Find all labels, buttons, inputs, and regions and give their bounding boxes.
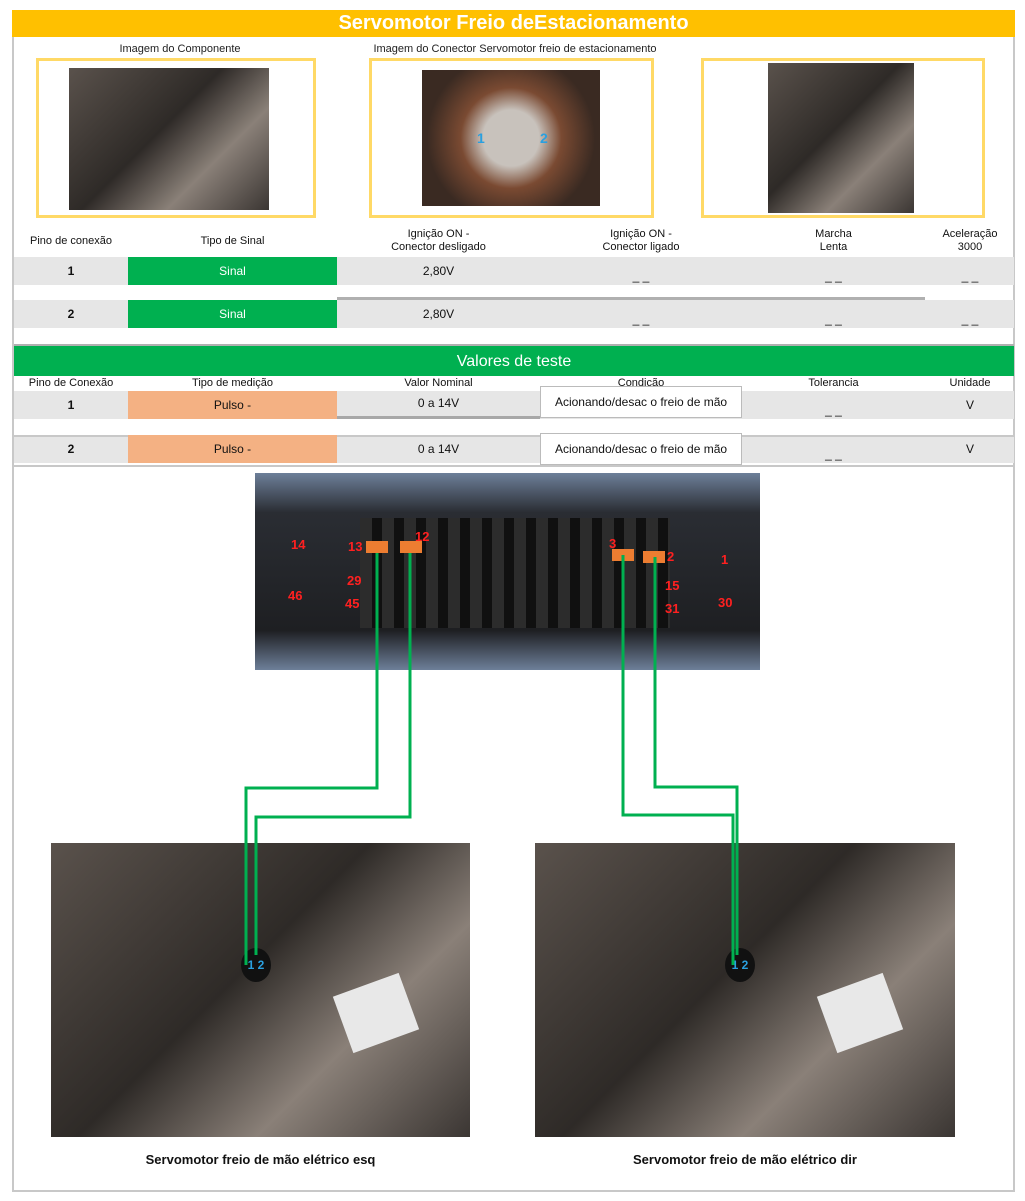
header-accel: Aceleração 3000 (942, 228, 998, 253)
cell-pin: 1 (67, 397, 75, 412)
cell-signal-type: Sinal (128, 300, 337, 328)
pin-label-30: 30 (718, 595, 733, 610)
header-pin: Pino de Conexão (28, 376, 114, 389)
cell-ign-on: _ _ (632, 311, 650, 326)
cell-pin: 2 (67, 306, 75, 321)
connector-pin-2: 2 (540, 130, 548, 146)
cell-idle: _ _ (825, 311, 842, 326)
pin-label-1: 1 (721, 552, 729, 567)
location-image-box (701, 58, 985, 218)
pin-label-3: 3 (609, 536, 617, 551)
cell-nominal: 0 a 14V (337, 391, 540, 419)
header-pin: Pino de conexão (30, 234, 112, 247)
servomotor-left-photo: 1 2 (51, 843, 470, 1137)
cell-unit: V (965, 441, 974, 456)
pin-label-13: 13 (348, 539, 363, 554)
servo-pin-1: 1 (731, 958, 739, 972)
pin-label-14: 14 (291, 537, 306, 552)
pin-label-46: 46 (288, 588, 303, 603)
servomotor-right-photo: 1 2 (535, 843, 955, 1137)
pin-marker-13 (366, 541, 388, 553)
cell-ign-off: 2,80V (422, 306, 455, 321)
servo-pin-2: 2 (257, 958, 265, 972)
servo-pin-2: 2 (741, 958, 749, 972)
cell-tolerance: _ _ (825, 446, 842, 461)
cell-measure-type: Pulso - (128, 435, 337, 463)
pin-grid (360, 518, 670, 628)
pin-label-29: 29 (347, 573, 362, 588)
cell-unit: V (965, 397, 974, 412)
cell-tolerance: _ _ (825, 402, 842, 417)
connector-photo: 1 2 (422, 70, 600, 206)
servo-pin-1: 1 (247, 958, 255, 972)
cell-ign-off: 2,80V (422, 263, 455, 278)
pin-label-15: 15 (665, 578, 680, 593)
connector-pin-1: 1 (477, 130, 485, 146)
cell-pin: 2 (67, 441, 75, 456)
caption-left: Servomotor freio de mão elétrico esq (145, 1152, 376, 1167)
pin-label-12: 12 (415, 529, 430, 544)
ecu-connector-photo: 14 13 12 3 2 1 29 46 45 15 31 30 (255, 473, 760, 670)
header-signal-type: Tipo de Sinal (200, 234, 265, 247)
connector-image-caption: Imagem do Conector Servomotor freio de e… (373, 43, 657, 55)
pin-label-45: 45 (345, 596, 360, 611)
header-unit: Unidade (949, 376, 991, 389)
pin-label-31: 31 (665, 601, 680, 616)
header-tolerance: Tolerancia (808, 376, 859, 389)
caption-right: Servomotor freio de mão elétrico dir (633, 1152, 857, 1167)
component-photo (69, 68, 269, 210)
component-image-box (36, 58, 316, 218)
cell-nominal: 0 a 14V (417, 441, 460, 456)
wire-left-2 (254, 553, 412, 955)
header-measure-type: Tipo de medição (192, 376, 273, 389)
cell-pin: 1 (67, 263, 75, 278)
divider (14, 465, 1014, 467)
wire-left-1 (244, 553, 379, 965)
cell-signal-type: Sinal (128, 257, 337, 285)
cell-accel: _ _ (961, 311, 979, 326)
header-idle: Marcha Lenta (815, 228, 852, 253)
cell-accel: _ _ (961, 268, 979, 283)
cell-measure-type: Pulso - (128, 391, 337, 419)
component-image-caption: Imagem do Componente (119, 43, 241, 55)
header-condition: Condição (617, 376, 665, 389)
cell-ign-on: _ _ (632, 268, 650, 283)
section-test-values: Valores de teste (14, 344, 1014, 376)
cell-condition: Acionando/desac o freio de mão (540, 386, 742, 418)
header-nominal: Valor Nominal (404, 376, 473, 389)
pin-marker-12 (400, 541, 422, 553)
connector-image-box: 1 2 (369, 58, 654, 218)
location-photo (768, 63, 914, 213)
cell-idle: _ _ (825, 268, 842, 283)
header-ign-off: Ignição ON - Conector desligado (391, 228, 486, 253)
wire-right-2 (653, 557, 739, 955)
pin-label-2: 2 (667, 549, 675, 564)
page-title: Servomotor Freio deEstacionamento (12, 10, 1015, 37)
divider (337, 297, 925, 300)
cell-condition: Acionando/desac o freio de mão (540, 433, 742, 465)
servo-right-connector: 1 2 (725, 948, 755, 982)
wire-right-1 (621, 555, 735, 965)
header-ign-on: Ignição ON - Conector ligado (602, 228, 680, 253)
